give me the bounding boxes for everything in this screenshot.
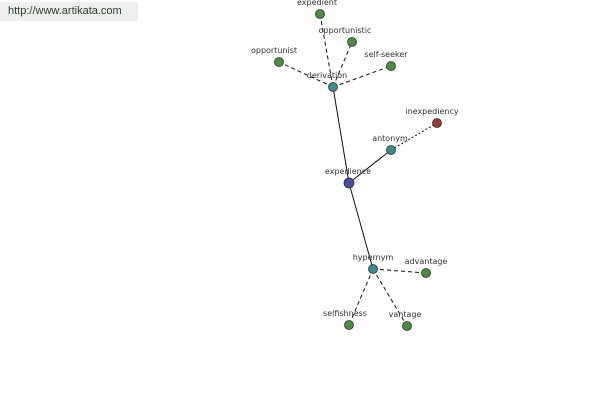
node-circle-derivation[interactable] [328, 82, 338, 92]
node-vantage[interactable]: vantage [389, 310, 422, 331]
node-label-vantage: vantage [389, 310, 422, 319]
node-circle-advantage[interactable] [421, 268, 431, 278]
node-circle-inexpediency[interactable] [432, 118, 442, 128]
edge-antonym-inexpediency [390, 122, 438, 151]
node-label-derivation: derivation [307, 71, 347, 80]
node-expedient[interactable]: expedient [297, 0, 337, 19]
node-circle-expedience[interactable] [343, 177, 355, 189]
node-derivation[interactable]: derivation [307, 71, 347, 92]
node-selfishness[interactable]: selfishness [323, 309, 367, 330]
node-label-opportunistic: opportunistic [319, 26, 372, 35]
node-circle-antonym[interactable] [386, 145, 396, 155]
node-self-seeker[interactable]: self-seeker [364, 50, 408, 71]
node-expedience[interactable]: expedience [325, 167, 371, 189]
node-label-self-seeker: self-seeker [364, 50, 408, 59]
node-circle-self-seeker[interactable] [386, 61, 396, 71]
node-antonym[interactable]: antonym [372, 134, 408, 155]
node-label-hypernym: hypernym [353, 253, 394, 262]
node-hypernym[interactable]: hypernym [353, 253, 394, 274]
edge-derivation-self-seeker [332, 65, 392, 88]
edge-expedience-derivation [332, 86, 350, 184]
watermark-url[interactable]: http://www.artikata.com [0, 2, 138, 21]
node-opportunistic[interactable]: opportunistic [319, 26, 372, 47]
edge-derivation-opportunist [278, 61, 334, 88]
node-label-advantage: advantage [405, 257, 448, 266]
node-opportunist[interactable]: opportunist [251, 46, 297, 67]
graph-edges [278, 13, 438, 327]
node-label-antonym: antonym [372, 134, 408, 143]
edge-hypernym-selfishness [348, 268, 374, 326]
node-circle-opportunistic[interactable] [347, 37, 357, 47]
edge-hypernym-advantage [372, 268, 427, 274]
node-circle-expedient[interactable] [315, 9, 325, 19]
node-circle-hypernym[interactable] [368, 264, 378, 274]
node-circle-selfishness[interactable] [344, 320, 354, 330]
edge-derivation-opportunistic [332, 41, 353, 88]
node-label-expedience: expedience [325, 167, 371, 176]
node-circle-vantage[interactable] [402, 321, 412, 331]
node-inexpediency[interactable]: inexpediency [405, 107, 459, 128]
node-label-expedient: expedient [297, 0, 337, 7]
edge-expedience-antonym [348, 149, 392, 184]
edge-derivation-expedient [319, 13, 334, 88]
node-label-selfishness: selfishness [323, 309, 367, 318]
edge-expedience-hypernym [348, 182, 374, 270]
node-circle-opportunist[interactable] [274, 57, 284, 67]
graph-nodes: expedience derivation antonym hypernym exped… [251, 0, 459, 331]
node-label-opportunist: opportunist [251, 46, 297, 55]
node-advantage[interactable]: advantage [405, 257, 448, 278]
node-label-inexpediency: inexpediency [405, 107, 459, 116]
